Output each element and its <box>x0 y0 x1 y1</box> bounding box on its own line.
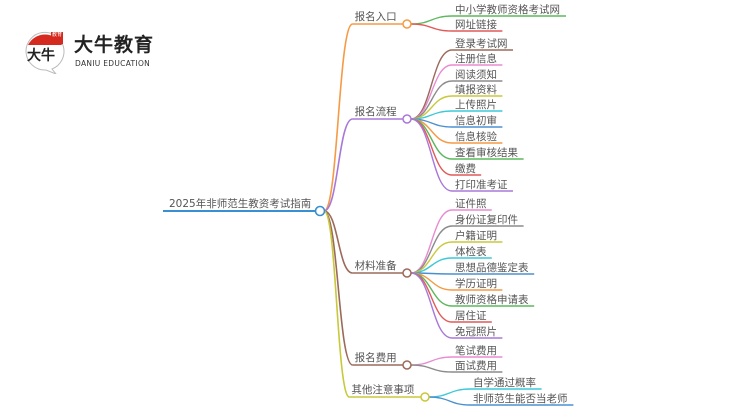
branch-connector <box>323 210 353 274</box>
leaf-label[interactable]: 教师资格申请表 <box>455 293 529 306</box>
brand-name-cn: 大牛教育 <box>74 34 155 56</box>
leaf-label[interactable]: 户籍证明 <box>455 229 497 242</box>
leaf-connector <box>410 364 453 373</box>
branch-connector <box>323 23 354 212</box>
brand-logo: 教育 大牛 大牛教育 DANIU EDUCATION <box>22 28 192 74</box>
branch-connector <box>323 210 351 398</box>
leaf-connector <box>410 209 453 274</box>
leaf-label[interactable]: 证件照 <box>455 198 487 210</box>
leaf-connector <box>428 388 471 398</box>
leaf-label[interactable]: 缴费 <box>455 162 476 175</box>
leaf-label[interactable]: 体检表 <box>455 245 487 258</box>
leaf-label[interactable]: 免冠照片 <box>455 325 497 338</box>
leaf-connector <box>410 49 453 120</box>
leaf-connector <box>410 15 453 25</box>
leaf-connector <box>428 396 471 406</box>
branch-node-circle[interactable] <box>402 360 412 370</box>
logo-mark: 教育 大牛 <box>22 28 68 74</box>
leaf-label[interactable]: 非师范生能否当老师 <box>473 392 568 405</box>
leaf-label[interactable]: 打印准考证 <box>455 178 508 191</box>
logo-seal-text: 教育 <box>51 32 63 44</box>
leaf-label[interactable]: 查看审核结果 <box>455 146 518 159</box>
leaf-label[interactable]: 学历证明 <box>455 277 497 290</box>
root-node-label[interactable]: 2025年非师范生教资考试指南 <box>169 197 311 210</box>
leaf-label[interactable]: 信息核验 <box>455 130 497 143</box>
leaf-connector <box>410 118 453 176</box>
leaf-label[interactable]: 信息初审 <box>455 114 497 127</box>
leaf-label[interactable]: 自学通过概率 <box>473 376 536 389</box>
leaf-connector <box>410 356 453 366</box>
branch-node-circle[interactable] <box>402 268 412 278</box>
leaf-label[interactable]: 网址链接 <box>455 18 497 31</box>
leaf-label[interactable]: 注册信息 <box>455 52 497 65</box>
brand-name-en: DANIU EDUCATION <box>75 59 151 68</box>
root-node-circle[interactable] <box>314 205 326 217</box>
leaf-connector <box>410 241 453 274</box>
branch-label[interactable]: 报名流程 <box>355 105 397 118</box>
branch-node-circle[interactable] <box>402 19 412 29</box>
branch-label[interactable]: 报名入口 <box>355 10 397 23</box>
leaf-connector <box>410 272 453 339</box>
logo-mark-text: 大牛 <box>27 48 55 64</box>
branch-label[interactable]: 材料准备 <box>355 259 397 272</box>
leaf-label[interactable]: 上传照片 <box>455 98 497 111</box>
branch-label[interactable]: 报名费用 <box>355 351 397 364</box>
leaf-label[interactable]: 填报资料 <box>455 83 497 96</box>
leaf-label[interactable]: 身份证复印件 <box>455 213 518 226</box>
branch-node-circle[interactable] <box>402 114 412 124</box>
branch-connector <box>323 210 354 366</box>
leaf-label[interactable]: 面试费用 <box>455 359 497 372</box>
leaf-label[interactable]: 中小学教师资格考试网 <box>455 3 560 16</box>
leaf-connector <box>410 118 453 192</box>
leaf-label[interactable]: 居住证 <box>455 309 487 322</box>
leaf-label[interactable]: 阅读须知 <box>455 68 497 81</box>
leaf-label[interactable]: 登录考试网 <box>455 37 508 50</box>
branch-label[interactable]: 其他注意事项 <box>351 383 414 396</box>
leaf-label[interactable]: 思想品德鉴定表 <box>455 261 529 274</box>
leaf-label[interactable]: 笔试费用 <box>455 344 497 357</box>
leaf-connector <box>410 272 453 323</box>
leaf-connector <box>410 23 453 32</box>
branch-connector <box>323 118 353 212</box>
branch-node-circle[interactable] <box>420 392 430 402</box>
